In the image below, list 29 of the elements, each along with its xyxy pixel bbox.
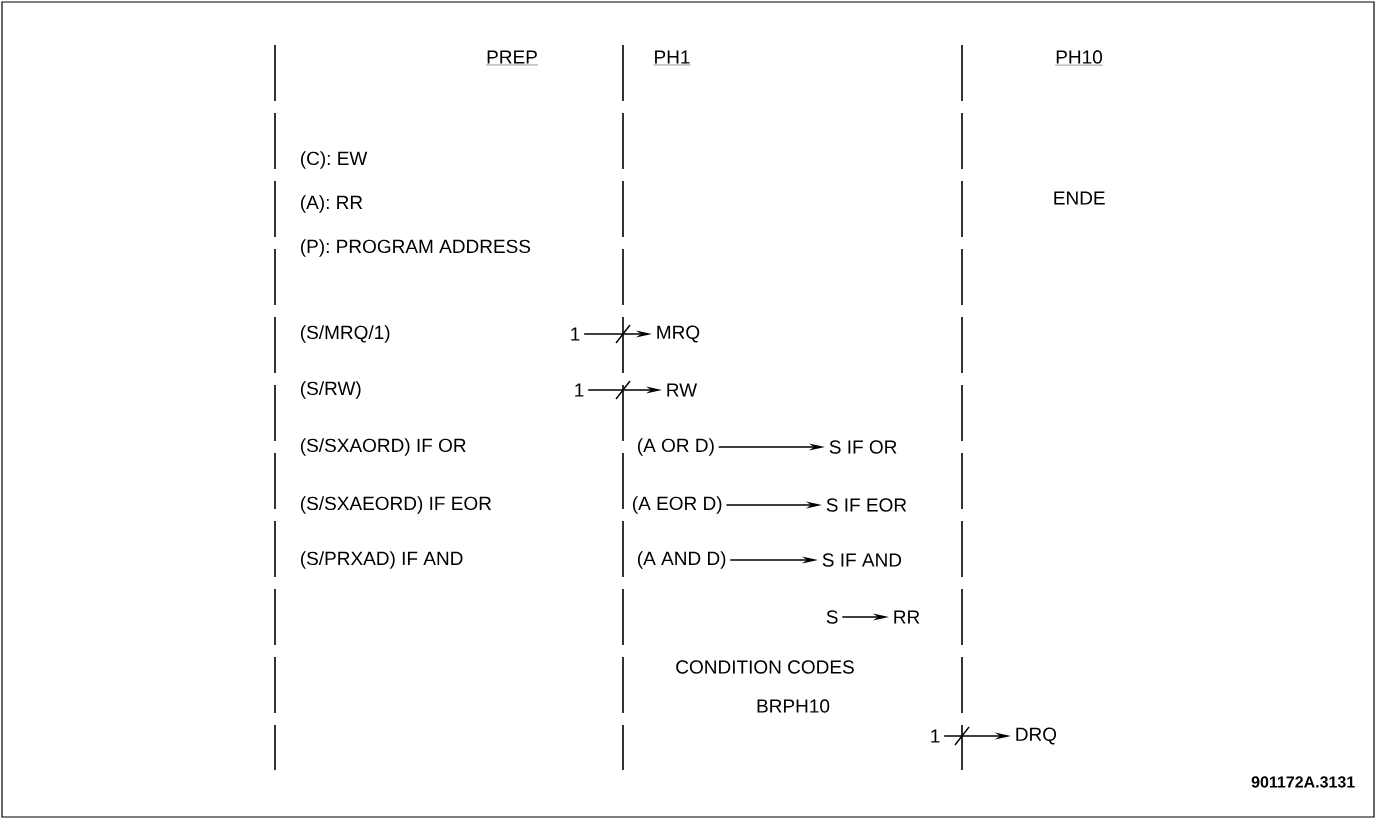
operation-text: (P): PROGRAM ADDRESS: [301, 239, 531, 257]
operation-text: (A): RR: [301, 195, 363, 213]
signal-text: DRQ: [1016, 727, 1057, 745]
operation-text: (S/RW): [301, 381, 361, 399]
operation-text: ENDE: [1054, 191, 1105, 205]
signal-text: S IF EOR: [826, 498, 907, 512]
signal-text: (A EOR D): [633, 496, 722, 514]
signal-text: S IF AND: [822, 553, 902, 567]
operation-text: (S/MRQ/1): [301, 325, 390, 343]
signal-text: RR: [894, 610, 920, 624]
signal-text: 1: [931, 729, 940, 743]
signal-text: MRQ: [657, 325, 700, 343]
signal-text: S: [826, 610, 838, 624]
phase-heading: PREP: [485, 50, 539, 66]
operation-text: BRPH10: [757, 699, 830, 713]
signal-text: (A OR D): [638, 438, 714, 456]
signal-text: 1: [571, 327, 580, 341]
operation-text: (C): EW: [301, 151, 368, 169]
phase-heading: PH10: [1055, 50, 1103, 66]
operation-text: (S/SXAORD) IF OR: [301, 438, 466, 456]
signal-text: (A AND D): [638, 551, 726, 569]
phase-heading: PH1: [653, 50, 691, 66]
operation-text: CONDITION CODES: [676, 660, 854, 674]
signal-text: S IF OR: [829, 440, 897, 454]
figure-number: 901172A.3131: [1251, 776, 1355, 788]
signal-text: RW: [667, 383, 698, 397]
signal-text: 1: [575, 383, 584, 397]
operation-text: (S/SXAEORD) IF EOR: [301, 496, 492, 514]
operation-text: (S/PRXAD) IF AND: [301, 551, 463, 569]
